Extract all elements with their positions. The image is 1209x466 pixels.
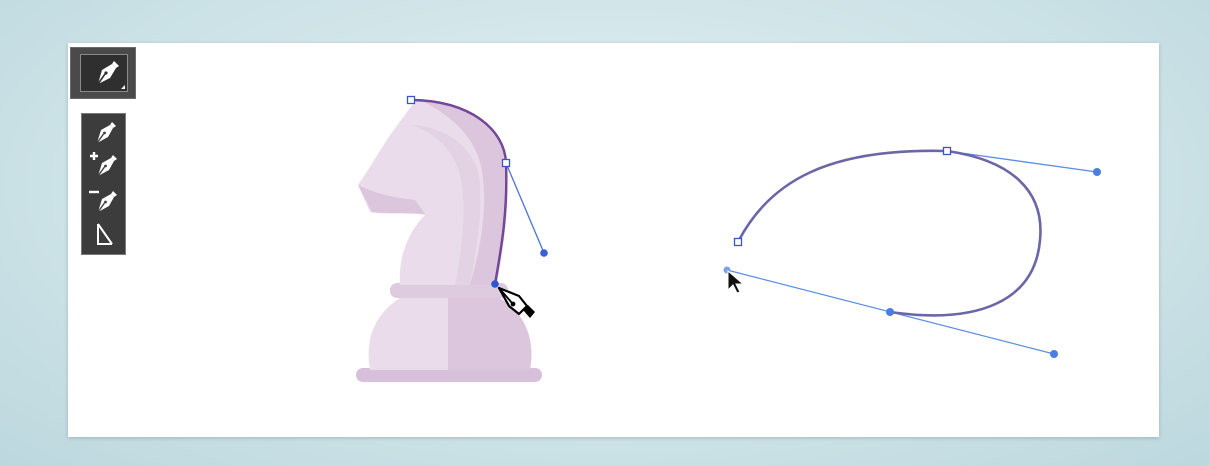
pen-cursor-icon bbox=[497, 286, 535, 318]
knight-path-group[interactable] bbox=[406, 95, 548, 288]
loop-anchor-start[interactable] bbox=[733, 237, 743, 247]
pen-tool-button[interactable] bbox=[70, 47, 136, 99]
loop-handle-point-top[interactable] bbox=[1093, 168, 1101, 176]
knight-illustration bbox=[356, 100, 542, 382]
knight-anchor-start[interactable] bbox=[406, 95, 416, 105]
knight-anchor-current[interactable] bbox=[491, 280, 499, 288]
loop-anchor-bottom[interactable] bbox=[886, 308, 894, 316]
convert-anchor-point-tool-option[interactable] bbox=[86, 220, 122, 250]
loop-path bbox=[736, 149, 1042, 317]
pen-tool-option[interactable] bbox=[86, 118, 122, 148]
add-anchor-point-icon bbox=[90, 152, 117, 177]
arrow-cursor-icon bbox=[727, 269, 745, 294]
loop-path-group[interactable] bbox=[723, 146, 1102, 359]
knight-lower-shadow bbox=[448, 298, 532, 370]
loop-anchor-top[interactable] bbox=[942, 146, 952, 156]
delete-anchor-point-icon bbox=[89, 190, 117, 213]
knight-mane-shadow bbox=[420, 100, 508, 285]
knight-mane-highlight bbox=[412, 125, 481, 285]
artboard[interactable] bbox=[68, 43, 1159, 437]
delete-anchor-point-tool-option[interactable] bbox=[86, 186, 122, 216]
add-anchor-point-tool-option[interactable] bbox=[86, 150, 122, 180]
pen-tool-slot bbox=[80, 54, 128, 92]
knight-snout-shadow bbox=[358, 185, 425, 214]
loop-handle-line-top bbox=[946, 150, 1098, 173]
knight-handle-line bbox=[505, 162, 545, 254]
knight-base bbox=[356, 368, 542, 382]
knight-collar bbox=[390, 283, 508, 298]
knight-handle-point[interactable] bbox=[540, 249, 548, 257]
convert-anchor-point-icon bbox=[97, 223, 113, 245]
pen-tool-flyout bbox=[81, 113, 126, 255]
pen-icon bbox=[97, 61, 125, 89]
loop-handle-point-bottom[interactable] bbox=[1050, 350, 1058, 358]
pen-icon bbox=[96, 122, 116, 144]
knight-anchor-mid[interactable] bbox=[501, 158, 511, 168]
